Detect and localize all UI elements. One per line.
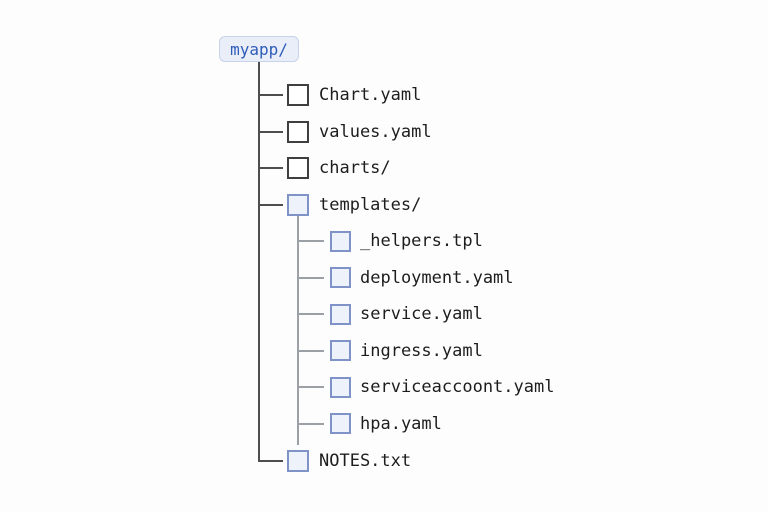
file-label: Chart.yaml <box>319 85 422 105</box>
file-label: hpa.yaml <box>360 413 442 434</box>
checkbox-icon[interactable] <box>330 376 351 398</box>
checkbox-icon[interactable] <box>330 340 351 361</box>
checkbox-icon[interactable] <box>287 450 309 472</box>
tree-row: serviceaccoont.yaml <box>330 374 554 400</box>
checkbox-icon[interactable] <box>287 120 309 143</box>
tree-row: NOTES.txt <box>287 448 411 474</box>
tree-row: values.yaml <box>287 119 432 145</box>
tree-connector <box>258 460 283 462</box>
tree-row: hpa.yaml <box>330 411 442 437</box>
checkbox-icon[interactable] <box>330 413 351 434</box>
subtree-connector <box>298 349 324 352</box>
tree-connector <box>258 94 283 96</box>
tree-trunk-line <box>258 62 260 462</box>
folder-label: templates/ <box>319 194 422 215</box>
file-label: serviceaccoont.yaml <box>360 377 555 397</box>
subtree-connector <box>298 313 324 315</box>
file-label: deployment.yaml <box>360 267 514 288</box>
tree-row: _helpers.tpl <box>330 228 483 254</box>
subtree-connector <box>298 422 324 425</box>
tree-row: charts/ <box>287 155 391 181</box>
checkbox-icon[interactable] <box>287 193 309 216</box>
checkbox-icon[interactable] <box>287 84 309 106</box>
checkbox-icon[interactable] <box>330 303 351 325</box>
file-label: NOTES.txt <box>319 451 412 471</box>
file-label: values.yaml <box>319 121 432 142</box>
checkbox-icon[interactable] <box>330 230 351 252</box>
file-label: ingress.yaml <box>360 340 483 361</box>
subtree-connector <box>298 386 324 388</box>
subtree-connector <box>298 276 324 279</box>
tree-connector <box>258 167 283 169</box>
tree-row: deployment.yaml <box>330 265 514 291</box>
tree-row: templates/ <box>287 192 421 218</box>
subtree-connector <box>298 240 324 242</box>
tree-row: service.yaml <box>330 301 483 327</box>
file-label: service.yaml <box>360 304 483 324</box>
checkbox-icon[interactable] <box>330 267 351 288</box>
tree-row: ingress.yaml <box>330 338 483 364</box>
tree-row: Chart.yaml <box>287 82 421 108</box>
file-label: _helpers.tpl <box>360 231 483 251</box>
checkbox-icon[interactable] <box>287 157 309 179</box>
subtree-trunk-line <box>297 216 299 445</box>
folder-label: charts/ <box>319 158 391 178</box>
root-folder-badge: myapp/ <box>219 36 299 62</box>
tree-connector <box>258 203 283 206</box>
tree-connector <box>258 130 283 133</box>
